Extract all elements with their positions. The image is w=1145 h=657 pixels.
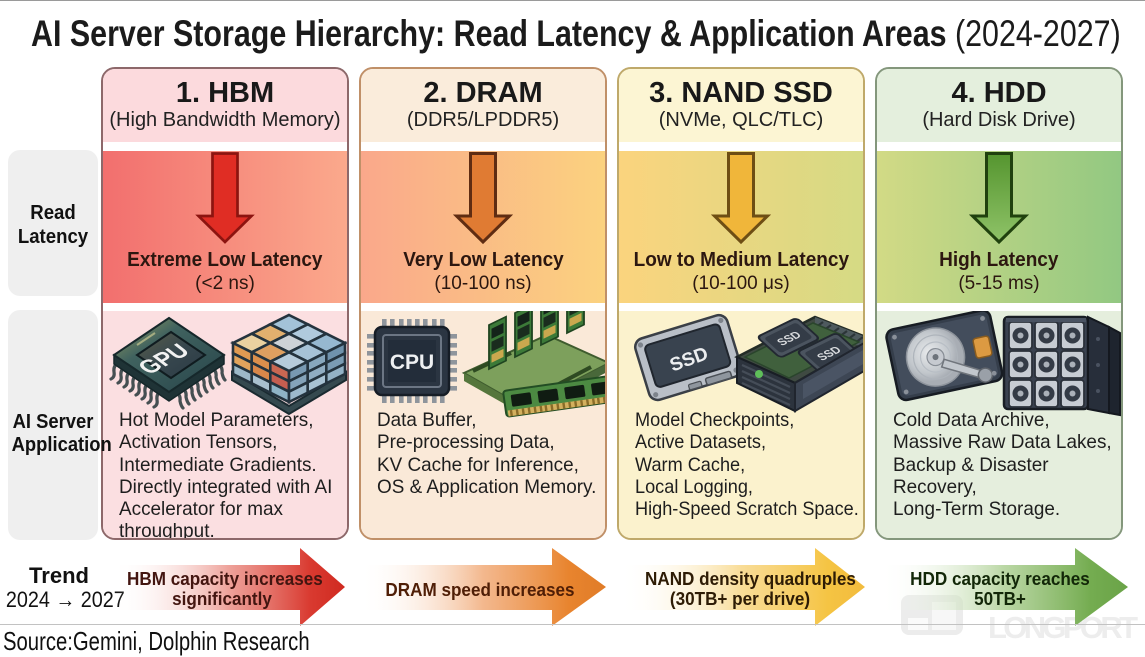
- svg-text:CPU: CPU: [390, 351, 434, 374]
- svg-text:LONGPORT: LONGPORT: [988, 610, 1138, 642]
